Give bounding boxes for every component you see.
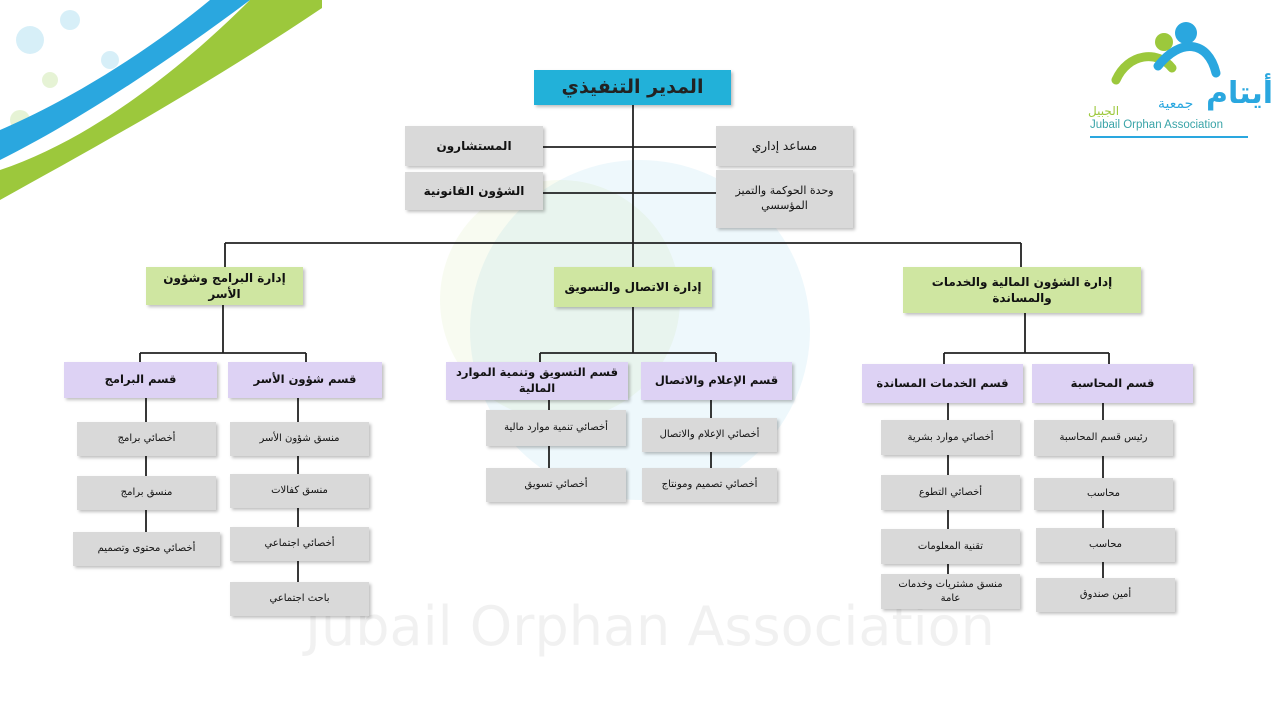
section-accounting[interactable]: قسم المحاسبة bbox=[1032, 364, 1193, 403]
role-box[interactable]: منسق برامج bbox=[77, 476, 216, 510]
legal-affairs-box[interactable]: الشؤون القانونية bbox=[405, 172, 543, 210]
section-marketing[interactable]: قسم التسويق وتنمية الموارد المالية bbox=[446, 362, 628, 400]
role-label: أخصائي تسويق bbox=[524, 479, 588, 491]
role-label: أخصائي التطوع bbox=[918, 486, 983, 498]
role-box[interactable]: منسق شؤون الأسر bbox=[230, 422, 369, 456]
role-box[interactable]: أخصائي اجتماعي bbox=[230, 527, 369, 561]
role-box[interactable]: أخصائي تسويق bbox=[486, 468, 626, 502]
role-box[interactable]: منسق كفالات bbox=[230, 474, 369, 508]
role-box[interactable]: أخصائي تنمية موارد مالية bbox=[486, 410, 626, 446]
role-box[interactable]: أخصائي برامج bbox=[77, 422, 216, 456]
admin-assistant-label: مساعد إداري bbox=[751, 138, 818, 153]
role-box[interactable]: أخصائي تصميم ومونتاج bbox=[642, 468, 777, 502]
logo-mark bbox=[1111, 22, 1221, 85]
role-box[interactable]: محاسب bbox=[1034, 478, 1173, 510]
role-label: أخصائي موارد بشرية bbox=[907, 431, 994, 443]
role-label: منسق شؤون الأسر bbox=[259, 433, 340, 445]
ceo-box[interactable]: المدير التنفيذي bbox=[534, 70, 731, 105]
role-label: أخصائي الإعلام والاتصال bbox=[659, 429, 760, 441]
role-label: تقنية المعلومات bbox=[917, 540, 984, 552]
legal-affairs-label: الشؤون القانونية bbox=[423, 183, 525, 198]
logo-arabic-city: الجبيل bbox=[1088, 104, 1120, 118]
role-box[interactable]: رئيس قسم المحاسبة bbox=[1034, 420, 1173, 456]
logo: جمعية أيتام الجبيل Jubail Orphan Associa… bbox=[1088, 18, 1273, 148]
role-label: منسق برامج bbox=[120, 487, 173, 499]
ceo-label: المدير التنفيذي bbox=[561, 75, 704, 98]
dept-communication[interactable]: إدارة الاتصال والتسويق bbox=[554, 267, 712, 307]
role-label: أخصائي تنمية موارد مالية bbox=[504, 422, 608, 434]
section-media[interactable]: قسم الإعلام والاتصال bbox=[641, 362, 792, 400]
admin-assistant-box[interactable]: مساعد إداري bbox=[716, 126, 853, 166]
consultants-box[interactable]: المستشارون bbox=[405, 126, 543, 166]
role-label: أمين صندوق bbox=[1079, 589, 1132, 601]
dept-programs-family[interactable]: إدارة البرامج وشؤون الأسر bbox=[146, 267, 303, 305]
dept-finance-label: إدارة الشؤون المالية والخدمات والمساندة bbox=[931, 274, 1113, 305]
dept-programs-family-label: إدارة البرامج وشؤون الأسر bbox=[163, 270, 286, 301]
role-label: أخصائي برامج bbox=[117, 433, 176, 445]
section-accounting-label: قسم المحاسبة bbox=[1070, 375, 1155, 390]
logo-english: Jubail Orphan Association bbox=[1090, 119, 1223, 131]
role-box[interactable]: أمين صندوق bbox=[1036, 578, 1175, 612]
section-programs[interactable]: قسم البرامج bbox=[64, 362, 217, 398]
watermark-text: Jubail Orphan Association bbox=[302, 595, 995, 658]
consultants-label: المستشارون bbox=[436, 138, 512, 153]
role-box[interactable]: أخصائي محتوى وتصميم bbox=[73, 532, 220, 566]
role-label: أخصائي اجتماعي bbox=[264, 538, 335, 550]
role-box[interactable]: باحث اجتماعي bbox=[230, 582, 369, 616]
role-box[interactable]: أخصائي موارد بشرية bbox=[881, 420, 1020, 455]
role-box[interactable]: أخصائي الإعلام والاتصال bbox=[642, 418, 777, 452]
role-box[interactable]: تقنية المعلومات bbox=[881, 529, 1020, 564]
section-media-label: قسم الإعلام والاتصال bbox=[654, 373, 779, 388]
role-label: أخصائي تصميم ومونتاج bbox=[661, 479, 758, 491]
section-programs-label: قسم البرامج bbox=[104, 372, 177, 387]
governance-unit-label: وحدة الحوكمة والتميز المؤسسي bbox=[735, 184, 834, 212]
role-label: محاسب bbox=[1086, 488, 1121, 500]
section-family-label: قسم شؤون الأسر bbox=[253, 372, 357, 387]
logo-arabic-small: جمعية bbox=[1158, 96, 1194, 112]
logo-arabic-big: أيتام bbox=[1206, 76, 1274, 111]
role-box[interactable]: منسق مشتريات وخدمات عامة bbox=[881, 574, 1020, 609]
role-label: رئيس قسم المحاسبة bbox=[1059, 432, 1148, 444]
dept-finance[interactable]: إدارة الشؤون المالية والخدمات والمساندة bbox=[903, 267, 1141, 313]
section-support[interactable]: قسم الخدمات المساندة bbox=[862, 364, 1023, 403]
role-label: محاسب bbox=[1088, 539, 1123, 551]
role-label: منسق مشتريات وخدمات عامة bbox=[898, 579, 1003, 604]
section-marketing-label: قسم التسويق وتنمية الموارد المالية bbox=[456, 365, 618, 395]
dept-communication-label: إدارة الاتصال والتسويق bbox=[564, 279, 702, 294]
logo-underline bbox=[1090, 136, 1248, 138]
role-box[interactable]: أخصائي التطوع bbox=[881, 475, 1020, 510]
role-label: أخصائي محتوى وتصميم bbox=[97, 543, 196, 555]
role-label: منسق كفالات bbox=[271, 485, 328, 497]
role-label: باحث اجتماعي bbox=[269, 593, 330, 605]
governance-unit-box[interactable]: وحدة الحوكمة والتميز المؤسسي bbox=[716, 170, 853, 228]
section-support-label: قسم الخدمات المساندة bbox=[876, 375, 1009, 390]
role-box[interactable]: محاسب bbox=[1036, 528, 1175, 562]
section-family[interactable]: قسم شؤون الأسر bbox=[228, 362, 382, 398]
